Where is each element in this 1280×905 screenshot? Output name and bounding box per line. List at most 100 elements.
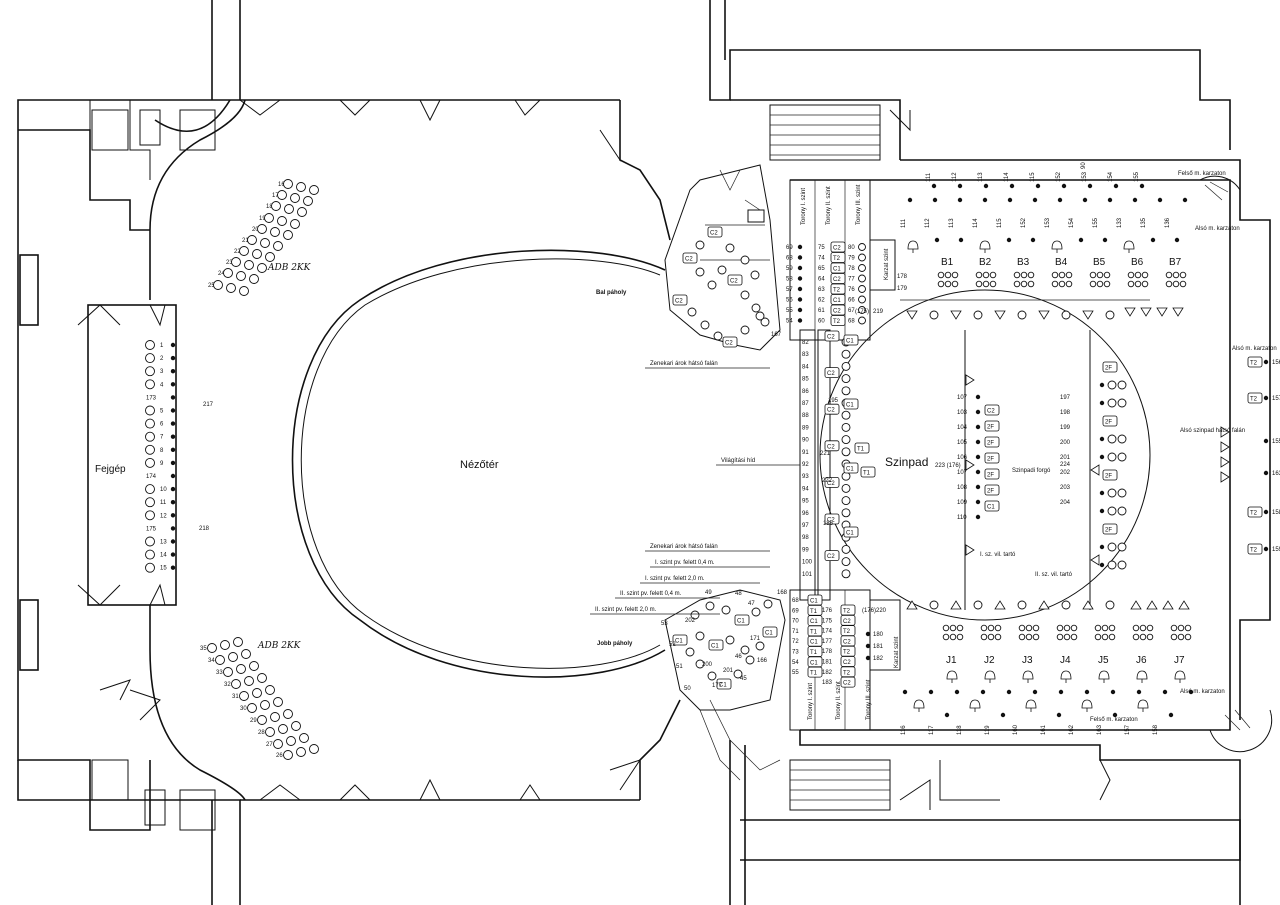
rear-wall-fixture [1220,456,1230,468]
foh-lower-lamp [265,727,275,737]
foh-upper-lamp [283,179,293,189]
stage-center-fixture-label: C1 [987,505,995,511]
upper-gallery-dot [1007,197,1013,203]
tower-mid-fixture [830,252,846,263]
stage-group-bottom-lamp [1063,633,1071,641]
projector-socket [170,500,176,505]
stage-group-top-label: B5 [1093,257,1106,268]
foh-lower-number: 30 [240,706,247,712]
bottom-gallery-number: 116 [901,725,907,735]
lower-gallery-dot [954,689,960,695]
bridge-lamp [841,557,851,567]
lower-gallery-socket [934,237,940,243]
upper-gallery-dot [1032,197,1038,203]
bridge-number: 82 [802,340,809,346]
bridge-number: 98 [802,535,809,541]
right-gallery-fixture-label: T2 [1250,361,1258,367]
tower-mid-fixture-label: C2 [833,309,841,315]
foh-upper-number: 22 [234,249,241,255]
stage-group-top-lamp [1065,280,1073,288]
lower-gallery-dot [980,689,986,695]
tower-bottom-2: Torony II. szint [836,681,842,720]
lower-gallery-bottom: Alsó m. karzaton [1180,689,1225,695]
lower-gallery-number: 115 [997,218,1003,228]
stage-left-number: 110 [957,515,967,521]
projector-circuit-number: 10 [160,487,167,493]
tower-mid-fixture-label: T2 [833,288,841,294]
lower-gallery-dot [1188,689,1194,695]
tower-bottom-mid-number: 174 [822,629,833,635]
upper-gallery-socket [1087,183,1093,189]
lower-gallery-number: 111 [901,218,907,228]
foh-upper-number: 25 [208,283,215,289]
right-box-fixture [762,626,778,638]
stage-top-lamp [973,310,983,320]
projector-socket [170,460,176,466]
tower-right-number: 76 [848,287,855,293]
stage-group-top-lamp [1172,280,1180,288]
foh-lower-lamp [252,688,262,698]
bottom-gallery-number: 161 [1041,724,1047,735]
lower-gallery-dot [1110,689,1116,695]
bridge-number: 91 [802,450,809,456]
left-box-fixture [682,252,698,264]
upper-gallery-socket [1113,183,1119,189]
lower-gallery-dot [1084,689,1090,695]
stage-group-top-lamp [1134,280,1142,288]
left-box-fixture-label: C2 [685,257,693,263]
tower-mid-number: 60 [818,319,825,325]
lower-gallery-bell [979,240,991,250]
stage-group-top-lamp [1134,271,1142,279]
stage-right-lamp [1117,452,1127,462]
right-gallery-number: 155 [1272,439,1280,445]
foh-lower-lamp [215,655,225,665]
stage-right-number: 201 [1060,455,1071,461]
right-gallery-socket [1263,470,1269,476]
stage-right-fixture [1102,361,1118,373]
foh-lower-lamp [283,750,293,760]
bridge-lamp [841,374,851,384]
stage-bottom-lamp [1017,600,1027,610]
tower-bottom-mid-number: 181 [822,660,833,666]
stage-left-fixture [843,526,859,538]
stage-group-bottom-bell [946,670,958,680]
stage-group-bottom-lamp [994,624,1002,632]
stage-center-fixture [984,404,1000,416]
right-gallery-number: 163 [1272,471,1280,477]
right-gallery-socket [1263,546,1269,552]
tower-mid-fixture-label: C2 [833,246,841,252]
stage-group-bottom-lamp [987,624,995,632]
label-223: 223 (176) [935,463,961,469]
tower-left-number: 68 [786,256,793,262]
lower-gallery-bell [1123,240,1135,250]
left-box-lamp [695,240,705,250]
stage-group-bottom-lamp [1132,633,1140,641]
foh-upper-lamp [297,207,307,217]
projector-circuit-number: 9 [160,461,164,467]
foh-upper-number: 19 [259,216,266,222]
stage-right-number: 204 [1060,500,1071,506]
bridge-number: 99 [802,547,809,553]
right-box-label: Jobb páholy [597,641,633,647]
foh-lower-lamp [257,673,267,683]
foh-lower-lamp [296,747,306,757]
projector-socket [170,395,176,400]
orchestra-wall-bottom-note: Zenekari árok hátsó falán [650,544,718,550]
stage-group-top-lamp [1141,271,1149,279]
bridge-fixture-label: C2 [827,408,835,414]
label-45: 45 [740,676,747,682]
bar2-fixture [1090,464,1100,476]
right-box-lamp [695,659,705,669]
projector-circuit-number: 8 [160,448,164,454]
stage-top-fixture [994,310,1006,320]
bridge-lamp [841,508,851,518]
stage-right-lamp [1107,380,1117,390]
left-box-lamp [687,307,697,317]
bridge-lamp [841,483,851,493]
foh-upper-lamp [231,257,241,267]
right-gallery-fixture [1247,356,1263,368]
stage-left-number: 109 [957,500,968,506]
bridge-fixture [824,513,840,525]
projector-lamp [145,536,155,547]
tower-bottom-3: Torony III. szint [866,679,872,720]
